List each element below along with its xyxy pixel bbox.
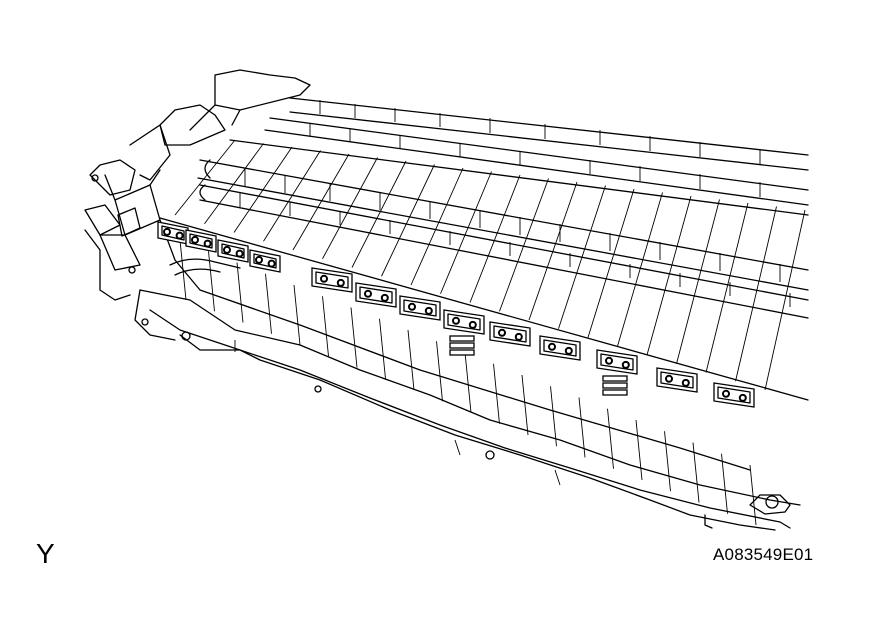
- bracket-bolt: [203, 239, 212, 248]
- bracket-bolt: [665, 374, 673, 383]
- bus-bar-bracket: [355, 282, 397, 308]
- bracket-bolt: [175, 231, 184, 240]
- cell-front-divider: [236, 262, 244, 323]
- bus-bar-bracket: [713, 382, 755, 408]
- upper-rods: [197, 97, 809, 319]
- bus-bar-brackets: [157, 221, 755, 408]
- cell-top-divider: [233, 146, 293, 233]
- bracket-bolt: [498, 328, 506, 337]
- cell-top-divider: [587, 188, 635, 338]
- bracket-bolt: [468, 320, 477, 329]
- cell-front-divider: [607, 408, 614, 469]
- cell-top-divider: [351, 160, 407, 268]
- bracket-bolt: [408, 302, 416, 311]
- bus-bar-bracket: [489, 321, 531, 347]
- bus-bar-bracket: [157, 221, 189, 245]
- bus-bar-bracket: [311, 267, 353, 293]
- bracket-bolt: [235, 249, 244, 258]
- cell-front-divider: [578, 397, 586, 458]
- bracket-bolt: [364, 289, 372, 298]
- bus-bar-bracket: [596, 349, 638, 396]
- bracket-bolt: [320, 274, 328, 283]
- bracket-bolt: [223, 245, 231, 254]
- cell-top-divider: [705, 202, 749, 373]
- bus-bar-bracket: [217, 239, 249, 263]
- cell-top-divider: [174, 139, 236, 216]
- bus-bar-bracket: [656, 367, 698, 393]
- bracket-bolt: [548, 342, 556, 351]
- cell-front-divider: [322, 296, 329, 357]
- cell-top-divider: [410, 167, 464, 286]
- bracket-bolt: [424, 306, 433, 315]
- bracket-bolt: [336, 278, 345, 287]
- bracket-bolt: [163, 227, 171, 236]
- cell-front-divider: [350, 307, 358, 368]
- view-label: Y: [36, 538, 55, 569]
- bracket-bolt: [722, 389, 730, 398]
- cell-top-edge: [159, 217, 809, 401]
- bracket-bolt: [255, 255, 263, 264]
- bracket-bolt: [605, 356, 613, 365]
- module-front-face: [159, 219, 751, 471]
- cell-rear-edge: [229, 139, 809, 216]
- bracket-bolt: [514, 332, 523, 341]
- cell-front-divider: [721, 453, 728, 514]
- cell-front-divider: [464, 352, 472, 413]
- cell-top-divider: [381, 164, 435, 277]
- bracket-bolt: [564, 346, 573, 355]
- bus-bar-bracket: [185, 229, 217, 253]
- cell-front-divider: [664, 431, 671, 492]
- bracket-bolt: [621, 360, 630, 369]
- bracket-bolt: [380, 293, 389, 302]
- cell-top-divider: [440, 171, 492, 294]
- cell-top-divider: [469, 174, 521, 303]
- figure-code: A083549E01: [713, 545, 814, 564]
- cell-front-divider: [550, 386, 557, 447]
- cell-front-divider: [692, 442, 700, 503]
- cell-top-divider: [646, 195, 692, 356]
- cell-front-divider: [379, 318, 386, 379]
- cell-top-divider: [676, 199, 720, 364]
- cell-top-divider: [263, 150, 321, 242]
- cell-top-divider: [764, 209, 806, 391]
- cell-top-divider: [617, 192, 663, 347]
- bus-bar-bracket: [539, 335, 581, 361]
- bracket-bolt: [681, 378, 690, 387]
- bus-bar-bracket: [249, 249, 281, 273]
- bus-bar-bracket: [443, 309, 485, 356]
- left-end-plate: [84, 69, 311, 301]
- cell-top-divider: [528, 181, 578, 321]
- base-tray: [134, 289, 801, 531]
- cell-front-divider: [265, 273, 272, 334]
- cell-front-divider: [749, 464, 757, 526]
- bracket-bolt: [191, 235, 199, 244]
- cell-top-divider: [735, 206, 777, 382]
- cell-top-divider: [292, 153, 350, 251]
- cell-front-divider: [407, 329, 415, 391]
- cell-front-divider: [293, 284, 301, 346]
- bus-bar-bracket: [399, 295, 441, 321]
- bracket-bolt: [738, 393, 747, 402]
- cell-top-divider: [499, 178, 549, 312]
- cell-front-divider: [436, 341, 443, 402]
- cell-front-divider: [521, 374, 529, 436]
- battery-cell-modules: [159, 139, 809, 526]
- cell-top-divider: [204, 143, 264, 225]
- cell-front-divider: [635, 419, 643, 481]
- bracket-bolt: [267, 259, 276, 268]
- cell-top-divider: [558, 185, 606, 329]
- bracket-bolt: [452, 316, 460, 325]
- cell-top-divider: [322, 157, 378, 259]
